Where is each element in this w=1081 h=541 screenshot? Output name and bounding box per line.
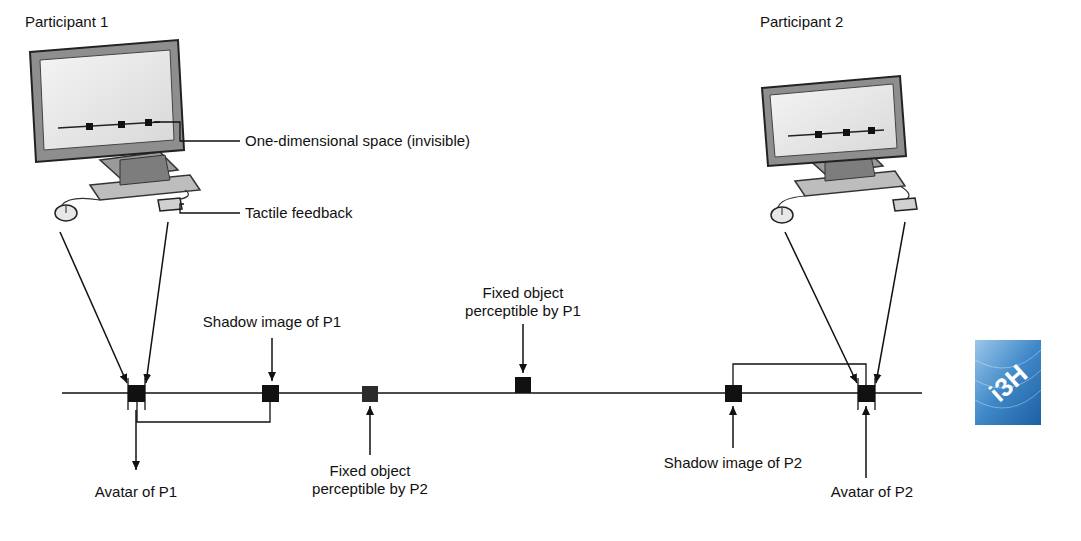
logo [975,340,1041,425]
arrow [136,324,866,478]
bracket [137,364,866,422]
participant-title: Participant 2 [760,13,843,31]
participant-title: Participant 1 [25,13,108,31]
callout-label: Shadow image of P2 [648,454,818,472]
monitor [30,40,200,221]
callout-label: Avatar of P2 [802,483,942,501]
callout-label: Fixed object perceptible by P1 [453,284,593,320]
callout-label: Fixed object perceptible by P2 [300,462,440,498]
arrow [60,222,905,383]
callout-label: One-dimensional space (invisible) [245,132,470,150]
monitor [762,76,917,223]
callout-label: Shadow image of P1 [187,313,357,331]
object-marker [128,377,875,410]
leader-line [154,122,240,213]
callout-label: Tactile feedback [245,204,353,222]
track-line [62,392,922,394]
callout-label: Avatar of P1 [66,483,206,501]
